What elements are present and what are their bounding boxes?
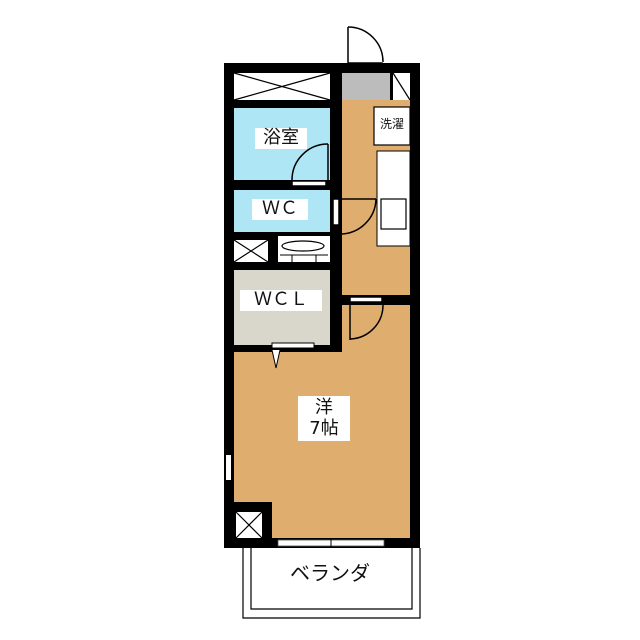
western-room-size: 7帖 bbox=[309, 417, 339, 439]
laundry-label: 洗濯 bbox=[379, 117, 404, 131]
bath-door bbox=[291, 143, 329, 187]
shoe-box bbox=[392, 72, 411, 101]
laundry-space bbox=[373, 106, 411, 146]
front-door bbox=[347, 26, 384, 69]
wc-label: ＷＣ bbox=[252, 198, 308, 220]
western-room-label: 洋 7帖 bbox=[298, 396, 350, 442]
western-room bbox=[342, 305, 410, 355]
balcony-window bbox=[277, 538, 385, 548]
washbasin bbox=[278, 236, 330, 262]
storage-corner bbox=[224, 502, 272, 548]
closet-door bbox=[271, 342, 315, 369]
entrance bbox=[342, 73, 390, 100]
kitchen-counter bbox=[376, 150, 411, 247]
wc-door bbox=[332, 198, 377, 235]
balcony-label: ベランダ bbox=[290, 561, 370, 585]
bath-label: 浴室 bbox=[255, 127, 307, 149]
room-door bbox=[349, 296, 384, 340]
wcl-label: ＷＣＬ bbox=[240, 289, 322, 311]
western-room-type: 洋 bbox=[315, 397, 333, 418]
storage-small bbox=[233, 239, 269, 263]
balcony bbox=[242, 548, 421, 619]
storage-top bbox=[233, 72, 331, 101]
side-window bbox=[226, 455, 231, 480]
